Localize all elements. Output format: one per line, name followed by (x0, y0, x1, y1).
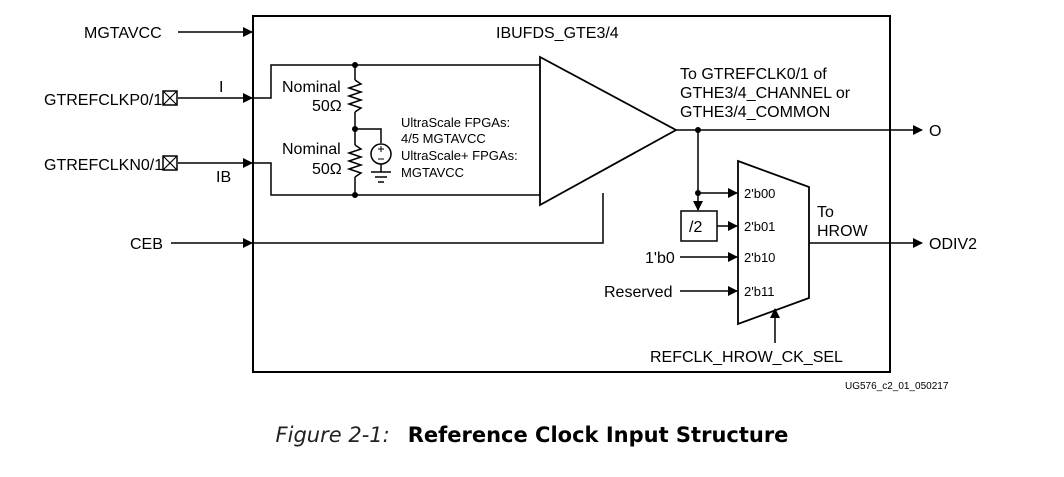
bias-wire (355, 128, 382, 143)
pad-icon (162, 155, 178, 171)
resistor-bottom (346, 144, 364, 178)
input-mgtavcc-label: MGTAVCC (84, 25, 162, 42)
ibufds-block (252, 15, 891, 373)
pin-ib-label: IB (216, 169, 231, 186)
mux-input-1-label: 2'b01 (744, 219, 775, 234)
divider-box (680, 210, 718, 242)
hrow-mux (737, 159, 810, 326)
supply-note-2: 4/5 MGTAVCC (401, 131, 486, 146)
reserved-input-label: Reserved (604, 284, 672, 301)
pin-i-label: I (219, 79, 223, 96)
hrow-note-1: To (817, 204, 834, 221)
supply-note-4: MGTAVCC (401, 165, 464, 180)
ceb-internal-wire (253, 193, 604, 244)
const-input-label: 1'b0 (645, 250, 675, 267)
pad-icon (162, 90, 178, 106)
supply-note-1: UltraScale FPGAs: (401, 115, 510, 130)
ground-icon (371, 171, 391, 183)
n-internal-wire (253, 162, 540, 196)
resistor-top-label-2: 50Ω (312, 98, 342, 115)
supply-note-3: UltraScale+ FPGAs: (401, 148, 518, 163)
voltage-source-icon (370, 143, 392, 165)
figure-id: UG576_c2_01_050217 (845, 381, 949, 392)
mux-input-3-label: 2'b11 (744, 284, 774, 299)
caption-title: Reference Clock Input Structure (407, 423, 789, 447)
output-odiv2-label: ODIV2 (929, 236, 977, 253)
p-internal-wire (253, 64, 540, 99)
diagram: IBUFDS_GTE3/4 MGTAVCC GTREFCLKP0/1 I GTR… (44, 15, 977, 392)
caption-number: Figure 2-1: (275, 423, 390, 447)
dest-note-3: GTHE3/4_COMMON (680, 104, 830, 121)
divider-label: /2 (689, 219, 702, 236)
node-dot (352, 62, 358, 68)
mux-input-2-label: 2'b10 (744, 250, 775, 265)
resistor-bottom-label-2: 50Ω (312, 161, 342, 178)
resistor-top (346, 79, 364, 113)
block-title: IBUFDS_GTE3/4 (496, 25, 619, 42)
mux-input-0-label: 2'b00 (744, 186, 775, 201)
input-clkp-label: GTREFCLKP0/1 (44, 92, 162, 109)
resistor-bottom-label-1: Nominal (282, 141, 341, 158)
buffer-triangle (539, 55, 678, 207)
input-ceb-label: CEB (130, 236, 163, 253)
sel-label: REFCLK_HROW_CK_SEL (650, 349, 843, 366)
input-clkn-label: GTREFCLKN0/1 (44, 157, 163, 174)
resistor-top-label-1: Nominal (282, 79, 341, 96)
node-dot (352, 192, 358, 198)
hrow-note-2: HROW (817, 223, 869, 240)
dest-note-1: To GTREFCLK0/1 of (680, 66, 827, 83)
figure-caption: Figure 2-1: Reference Clock Input Structu… (0, 423, 1064, 448)
output-o-label: O (929, 123, 941, 140)
dest-note-2: GTHE3/4_CHANNEL or (680, 85, 851, 102)
